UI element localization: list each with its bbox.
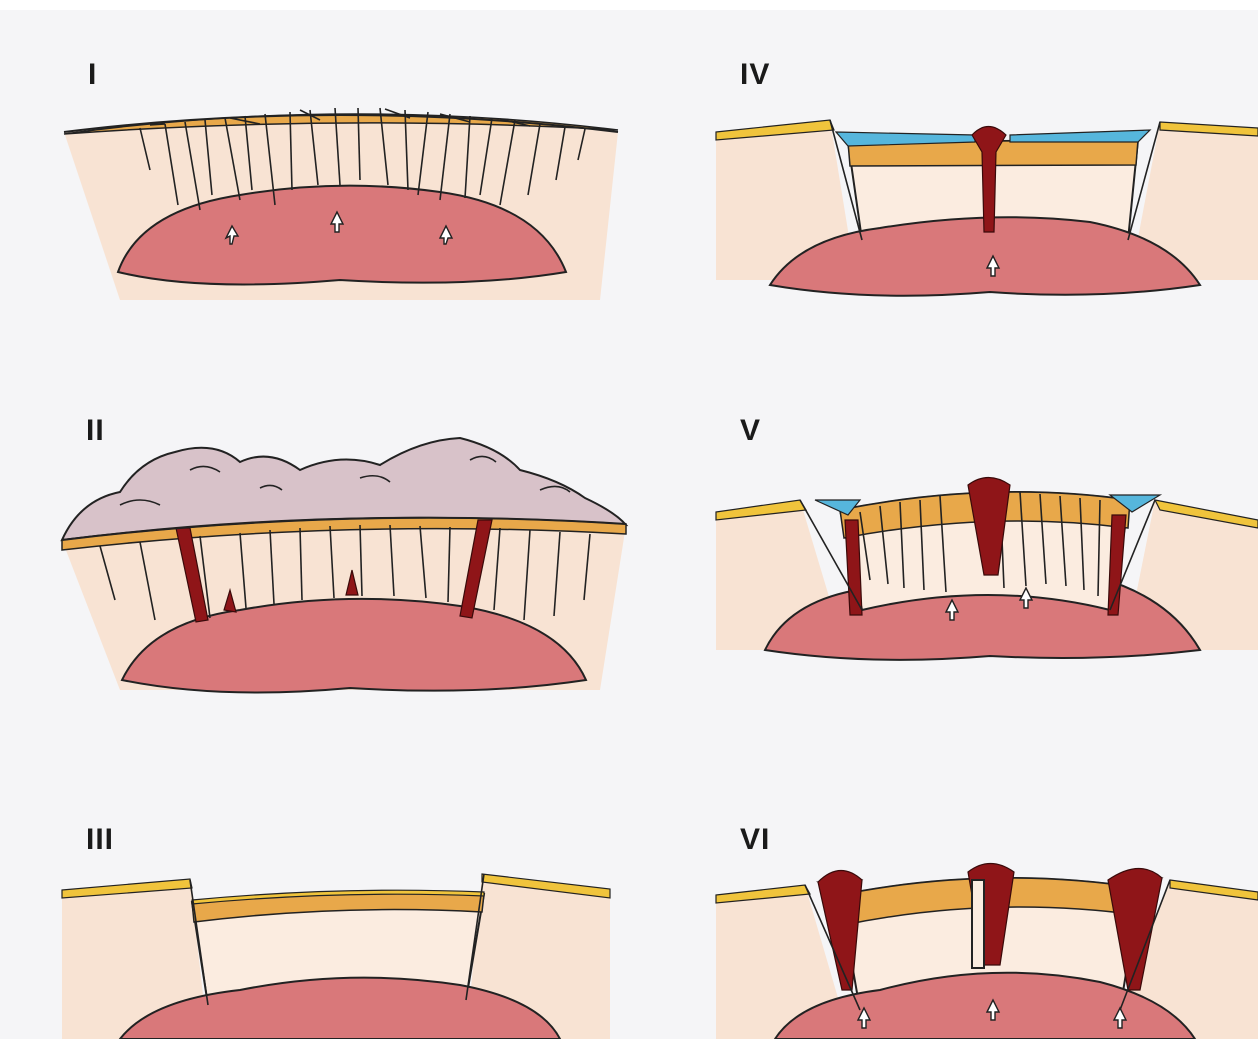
caldera-evolution-diagram: I II III IV V VI	[0, 0, 1258, 1039]
panel-stage-6	[0, 0, 1258, 1039]
